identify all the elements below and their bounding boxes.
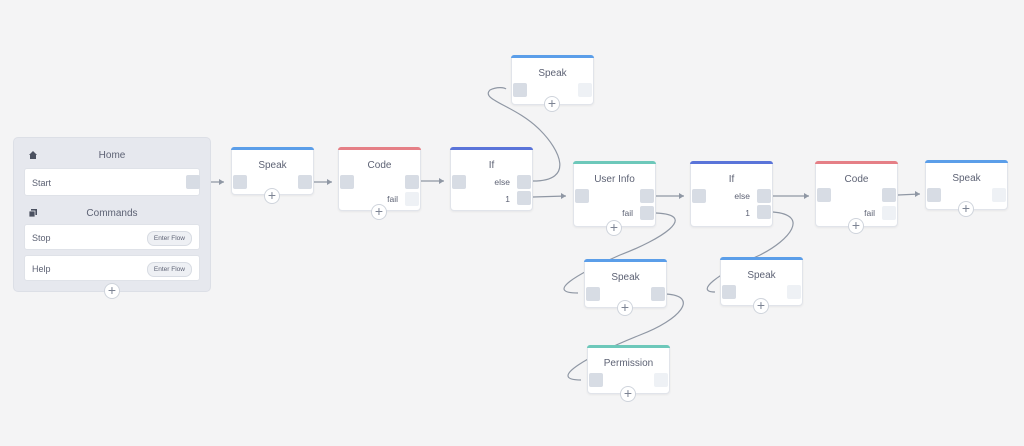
input-port[interactable] bbox=[817, 188, 831, 202]
home-header: Home bbox=[14, 146, 210, 166]
add-step-button[interactable]: + bbox=[264, 188, 280, 204]
plus-icon: + bbox=[374, 203, 384, 219]
input-port[interactable] bbox=[586, 287, 600, 301]
fail-port[interactable] bbox=[405, 192, 419, 206]
start-row[interactable]: Start bbox=[24, 168, 200, 196]
input-port[interactable] bbox=[452, 175, 466, 189]
add-step-button[interactable]: + bbox=[620, 386, 636, 402]
fail-port[interactable] bbox=[640, 206, 654, 220]
speak-block[interactable]: Speak + bbox=[720, 257, 803, 314]
input-port[interactable] bbox=[575, 189, 589, 203]
input-port[interactable] bbox=[340, 175, 354, 189]
user-info-block[interactable]: User Info fail + bbox=[573, 161, 656, 236]
block-title: Speak bbox=[258, 160, 287, 171]
input-port[interactable] bbox=[233, 175, 247, 189]
code-block[interactable]: Code fail + bbox=[815, 161, 898, 234]
fail-label: fail bbox=[387, 194, 398, 204]
output-port[interactable] bbox=[882, 188, 896, 202]
input-port[interactable] bbox=[589, 373, 603, 387]
output-port[interactable] bbox=[992, 188, 1006, 202]
input-port[interactable] bbox=[927, 188, 941, 202]
add-command-button[interactable]: + bbox=[104, 283, 120, 299]
home-icon bbox=[29, 151, 37, 159]
plus-icon: + bbox=[851, 217, 861, 233]
start-output-port[interactable] bbox=[186, 175, 200, 189]
plus-icon: + bbox=[620, 299, 630, 315]
condition-label: 1 bbox=[745, 208, 750, 218]
condition-label: 1 bbox=[505, 194, 510, 204]
commands-header: Commands bbox=[14, 204, 210, 224]
input-port[interactable] bbox=[722, 285, 736, 299]
permission-block[interactable]: Permission + bbox=[587, 345, 670, 402]
code-block[interactable]: Code fail + bbox=[338, 147, 421, 220]
block-title: Permission bbox=[603, 358, 654, 369]
plus-icon: + bbox=[756, 297, 766, 313]
command-row-stop[interactable]: Stop Enter Flow bbox=[24, 224, 200, 250]
block-title: Speak bbox=[538, 68, 567, 79]
add-step-button[interactable]: + bbox=[958, 201, 974, 217]
speak-block[interactable]: Speak + bbox=[231, 147, 314, 204]
speak-block[interactable]: Speak + bbox=[511, 55, 594, 112]
output-port[interactable] bbox=[298, 175, 312, 189]
if-block[interactable]: If else 1 bbox=[450, 147, 533, 211]
plus-icon: + bbox=[267, 187, 277, 203]
enter-flow-button[interactable]: Enter Flow bbox=[146, 262, 192, 277]
add-step-button[interactable]: + bbox=[848, 218, 864, 234]
add-step-button[interactable]: + bbox=[371, 204, 387, 220]
input-port[interactable] bbox=[692, 189, 706, 203]
add-step-button[interactable]: + bbox=[544, 96, 560, 112]
connector-if-one-userinfo bbox=[532, 195, 567, 198]
output-port[interactable] bbox=[651, 287, 665, 301]
else-port[interactable] bbox=[757, 189, 771, 203]
block-title: If bbox=[488, 160, 495, 171]
condition-port[interactable] bbox=[757, 205, 771, 219]
connector-code-speak bbox=[897, 193, 921, 196]
home-panel[interactable]: Home Start Commands Stop Enter Flow Help… bbox=[13, 137, 211, 299]
block-title: Speak bbox=[747, 270, 776, 281]
else-port[interactable] bbox=[517, 175, 531, 189]
command-label: Help bbox=[32, 264, 51, 274]
output-port[interactable] bbox=[578, 83, 592, 97]
output-port[interactable] bbox=[640, 189, 654, 203]
command-label: Stop bbox=[32, 233, 51, 243]
plus-icon: + bbox=[547, 95, 557, 111]
else-label: else bbox=[734, 191, 750, 201]
speak-block[interactable]: Speak + bbox=[584, 259, 667, 316]
plus-icon: + bbox=[609, 219, 619, 235]
speak-block[interactable]: Speak + bbox=[925, 160, 1008, 217]
output-port[interactable] bbox=[787, 285, 801, 299]
condition-port[interactable] bbox=[517, 191, 531, 205]
output-port[interactable] bbox=[654, 373, 668, 387]
plus-icon: + bbox=[623, 385, 633, 401]
block-title: Code bbox=[367, 160, 392, 171]
start-label: Start bbox=[32, 178, 52, 188]
block-title: User Info bbox=[594, 174, 635, 185]
commands-title: Commands bbox=[86, 208, 138, 219]
fail-label: fail bbox=[622, 208, 633, 218]
fail-port[interactable] bbox=[882, 206, 896, 220]
block-title: Code bbox=[844, 174, 869, 185]
block-title: Speak bbox=[952, 173, 981, 184]
input-port[interactable] bbox=[513, 83, 527, 97]
block-title: Speak bbox=[611, 272, 640, 283]
else-label: else bbox=[494, 177, 510, 187]
plus-icon: + bbox=[961, 200, 971, 216]
enter-flow-button[interactable]: Enter Flow bbox=[146, 231, 192, 246]
add-step-button[interactable]: + bbox=[753, 298, 769, 314]
plus-icon: + bbox=[107, 282, 117, 298]
if-block[interactable]: If else 1 bbox=[690, 161, 773, 227]
add-step-button[interactable]: + bbox=[617, 300, 633, 316]
command-row-help[interactable]: Help Enter Flow bbox=[24, 255, 200, 281]
commands-icon bbox=[28, 209, 37, 218]
add-step-button[interactable]: + bbox=[606, 220, 622, 236]
block-title: If bbox=[728, 174, 735, 185]
fail-label: fail bbox=[864, 208, 875, 218]
output-port[interactable] bbox=[405, 175, 419, 189]
home-title: Home bbox=[98, 150, 126, 161]
